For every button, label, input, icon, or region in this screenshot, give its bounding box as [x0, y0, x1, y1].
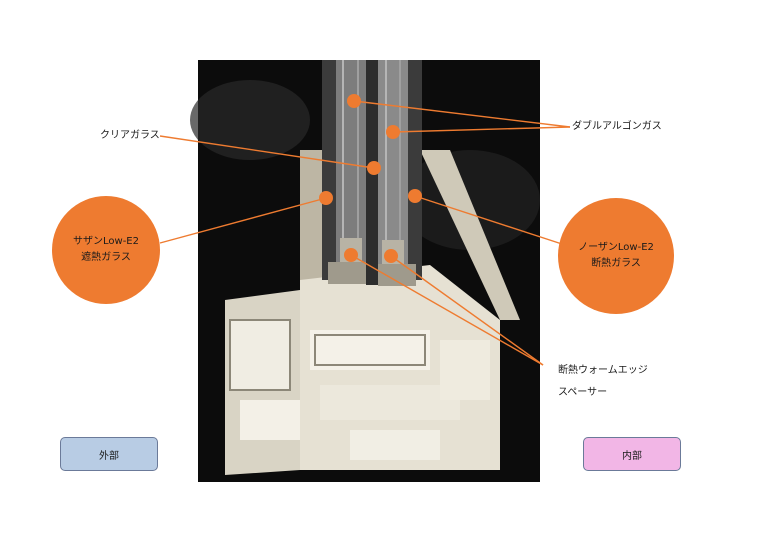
marker-dot-spacer-2	[384, 249, 398, 263]
label-double-argon-gas: ダブルアルゴンガス	[572, 121, 662, 132]
label-spacer-line2: スペーサー	[558, 387, 608, 398]
marker-dots	[319, 94, 422, 263]
callout-north-line2: 断熱ガラス	[591, 258, 641, 269]
marker-dot-north-glass	[408, 189, 422, 203]
callout-north-low-e2: ノーザンLow-E2 断熱ガラス	[558, 198, 674, 314]
interior-box: 内部	[583, 437, 681, 471]
marker-dot-solar-glass	[319, 191, 333, 205]
marker-dot-argon-2	[386, 125, 400, 139]
exterior-box: 外部	[60, 437, 158, 471]
label-spacer-line1: 断熱ウォームエッジ	[558, 365, 648, 376]
leader-lines	[159, 100, 571, 366]
marker-dot-clear-glass	[367, 161, 381, 175]
marker-dot-spacer-1	[344, 248, 358, 262]
cross-section-photo	[190, 60, 540, 482]
callout-solar-line2: 遮熱ガラス	[81, 252, 131, 263]
callout-north-line1: ノーザンLow-E2	[578, 242, 654, 253]
callout-solar-line1: サザンLow-E2	[73, 236, 139, 247]
marker-dot-argon-1	[347, 94, 361, 108]
callout-solar-low-e2: サザンLow-E2 遮熱ガラス	[52, 196, 160, 304]
label-clear-glass: クリアガラス	[100, 130, 160, 141]
